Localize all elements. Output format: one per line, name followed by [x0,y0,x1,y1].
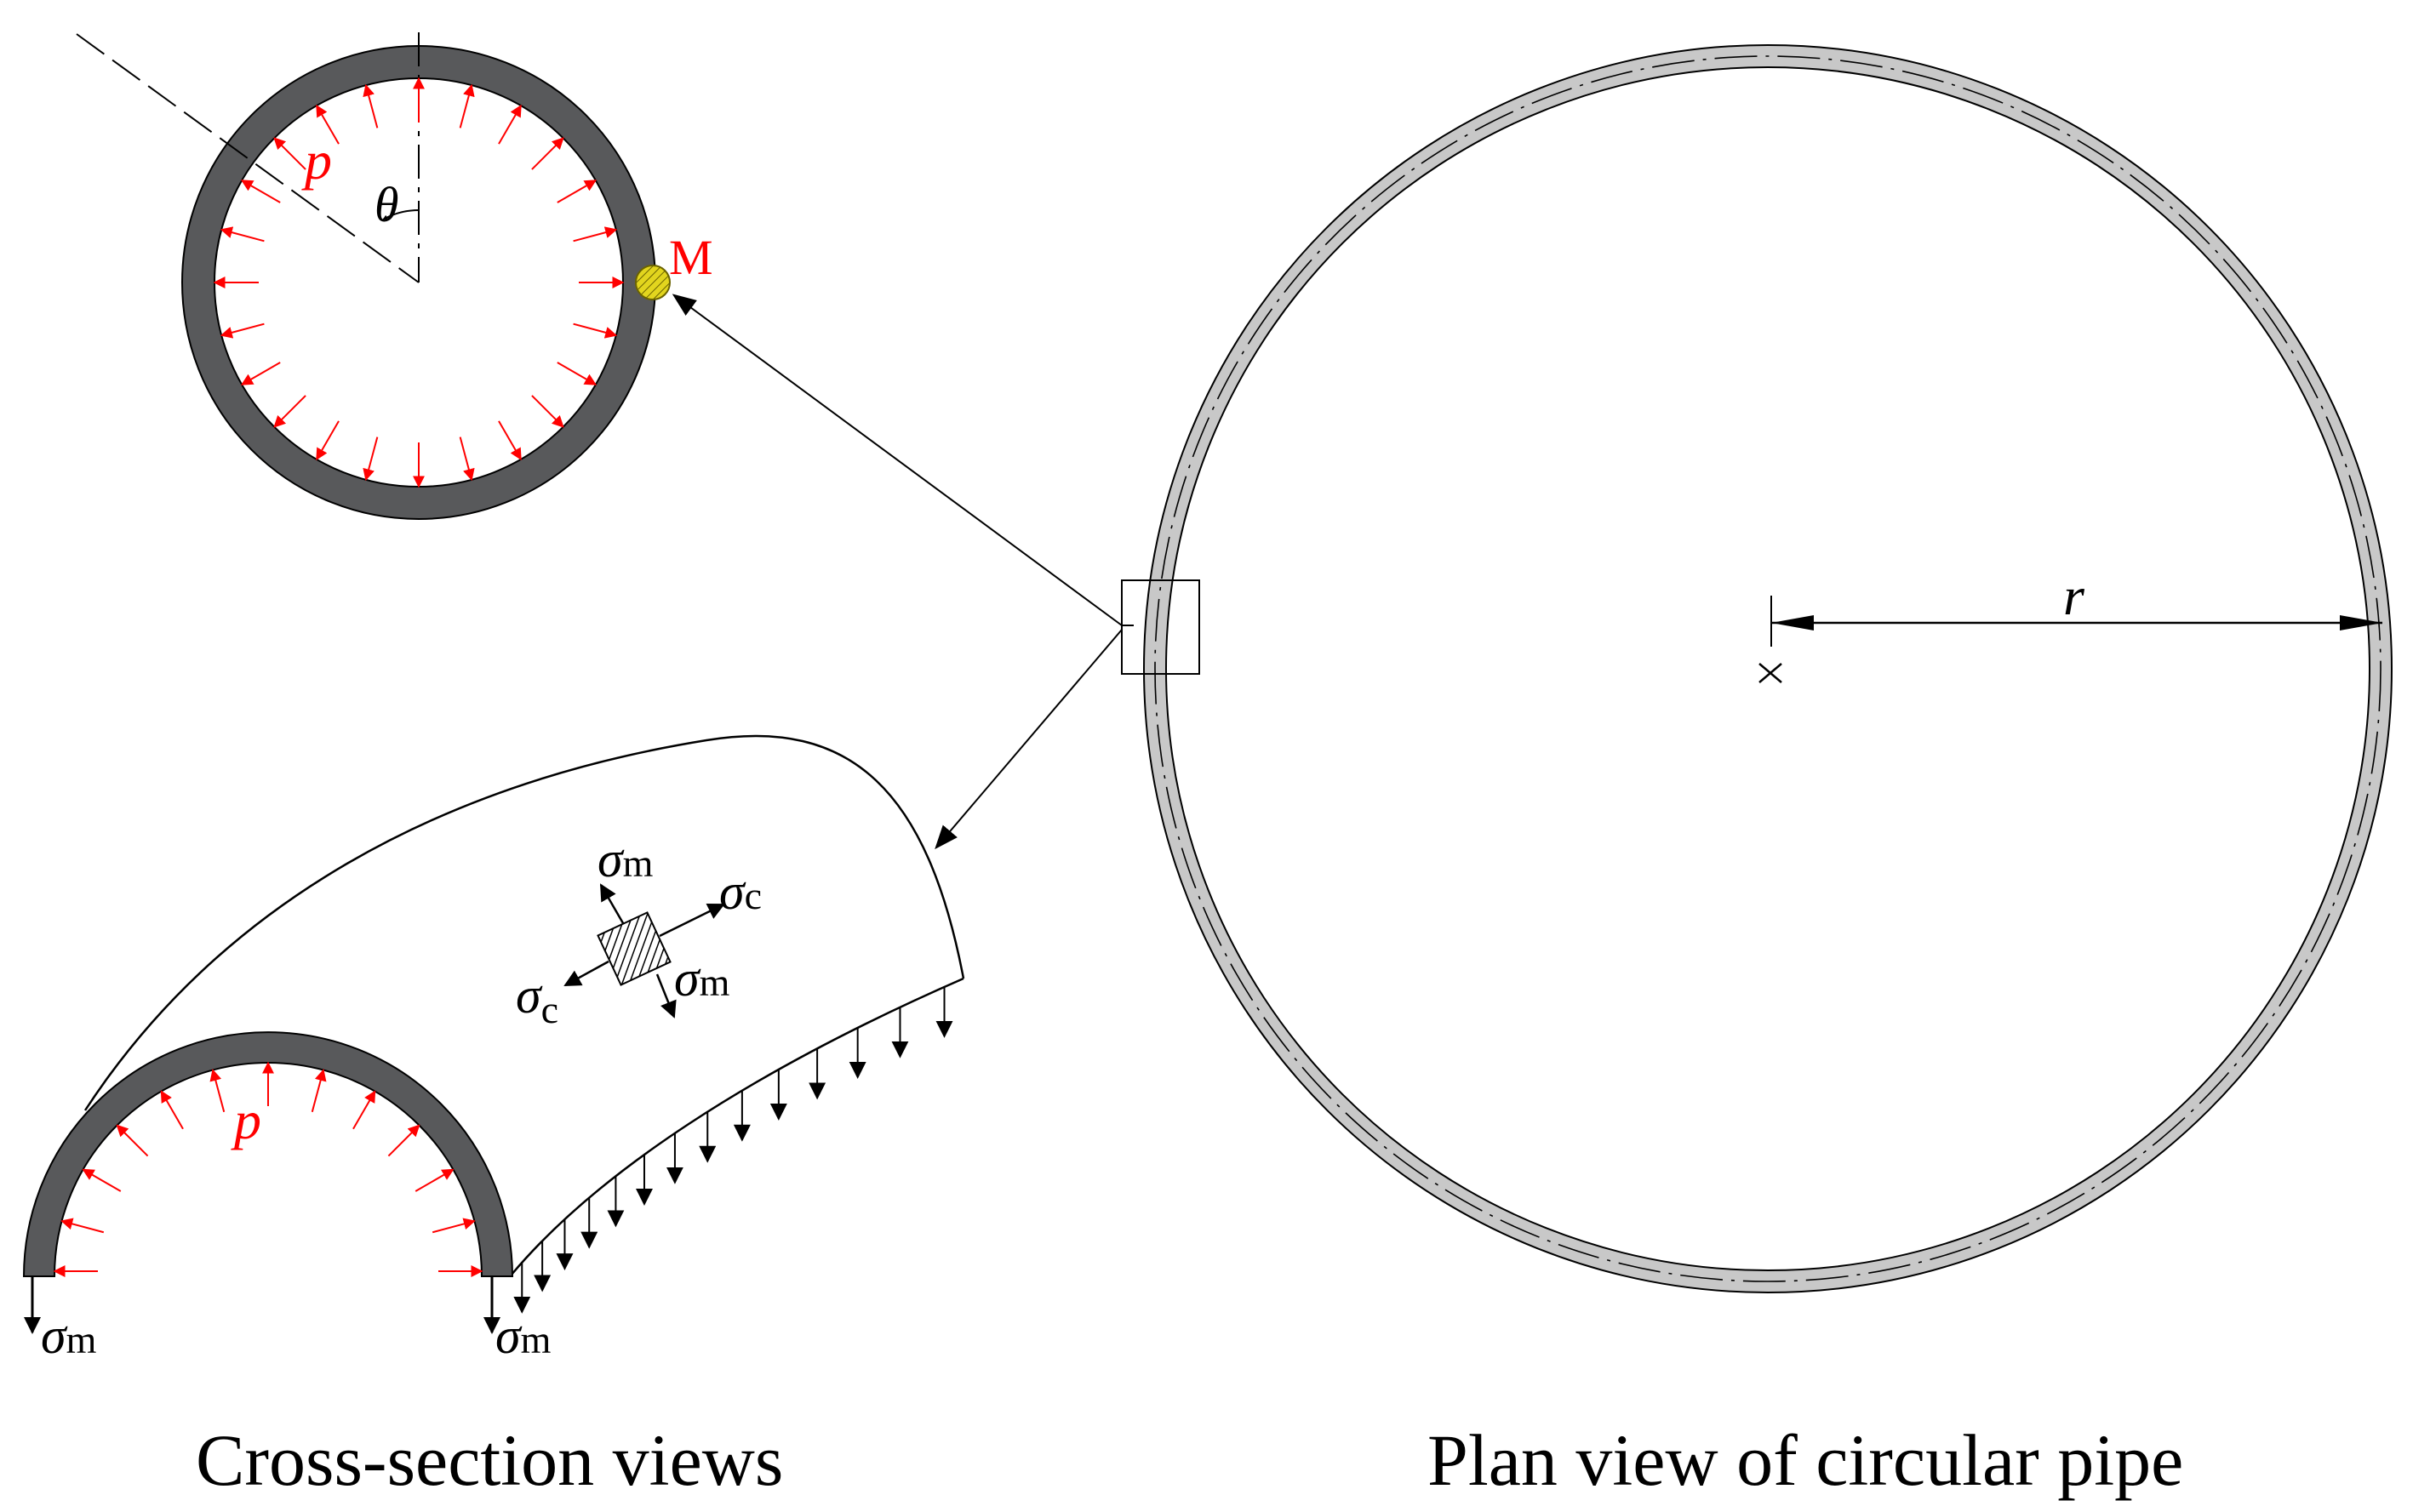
pressure-arrow [387,1124,420,1157]
pressure-arrow [316,104,340,145]
pressure-arrow [160,1090,184,1130]
leader-to-point-m [672,294,1123,626]
sigma-c-label-left: σc [516,967,558,1031]
pressure-arrow [352,1090,376,1130]
pressure-arrow [531,395,564,428]
sigma-c-label-right: σc [719,864,762,920]
inclined-reference-line [76,33,420,283]
stress-element [597,911,672,986]
meridional-stress-arrows [513,986,953,1314]
pressure-arrow [573,322,618,339]
pressure-arrow [209,1069,226,1113]
pressure-arrow [557,180,598,203]
pressure-arrow [220,226,265,242]
radius-label: r [2063,566,2085,626]
pressure-label-bottom: p [231,1090,261,1150]
internal-pressure-arrows [213,77,625,488]
pipe-segment-3d: p σm σm σm σc σc σm [22,734,965,1364]
plan-view: r [1121,44,2393,1293]
pressure-arrow [116,1124,149,1157]
pressure-arrow [557,362,598,385]
sigma-c-arrow-right [659,903,725,938]
sigma-m-label-top: σm [598,831,654,887]
plan-ring-centerline [1154,55,2382,1282]
pressure-arrow [311,1069,327,1113]
plan-ring [1144,45,2392,1292]
pressure-arrow [363,83,379,128]
pressure-arrow [459,83,475,128]
pressure-arrow [273,395,306,428]
leader-to-3d-segment [935,629,1123,850]
detail-box [1121,579,1200,675]
half-section-pressure-arrows [53,1061,483,1277]
pressure-arrow [498,420,522,461]
pressure-arrow [240,362,281,385]
pressure-arrow [531,137,564,170]
pressure-arrow [273,137,306,170]
pressure-label-top: p [301,130,332,191]
pressure-arrow [60,1218,105,1234]
leader-lines [672,294,1134,850]
caption-cross-section: Cross-section views [196,1419,783,1501]
pressure-arrow [316,420,340,461]
pressure-arrow [220,322,265,339]
pressure-arrow [432,1218,476,1234]
sigma-m-arrow-up [599,883,625,924]
pressure-arrow [573,226,618,242]
caption-plan-view: Plan view of circular pipe [1427,1419,2183,1501]
segment-lower-edge [511,977,964,1275]
pressure-arrow [459,436,475,482]
sigma-m-label-left: σm [41,1308,97,1364]
sigma-c-arrow-left [563,960,609,987]
pressure-arrow [82,1168,122,1192]
point-m-label: M [669,230,713,285]
theta-label: θ [375,177,399,232]
full-cross-section: M p θ [76,32,713,520]
half-ring-wall [22,1031,514,1277]
hatched-element [597,911,672,986]
pressure-arrow [363,436,379,482]
sigma-m-label-right: σm [495,1308,552,1364]
sigma-m-label-bottom: σm [674,950,730,1007]
theta-arc [382,208,420,220]
point-m-marker [635,265,671,300]
center-mark [1758,663,1782,683]
pressure-arrow [498,104,522,145]
pressure-arrow [415,1168,455,1192]
segment-outer-surface [83,734,965,1111]
sigma-m-arrow-down [655,973,677,1018]
pressure-arrow [240,180,281,203]
